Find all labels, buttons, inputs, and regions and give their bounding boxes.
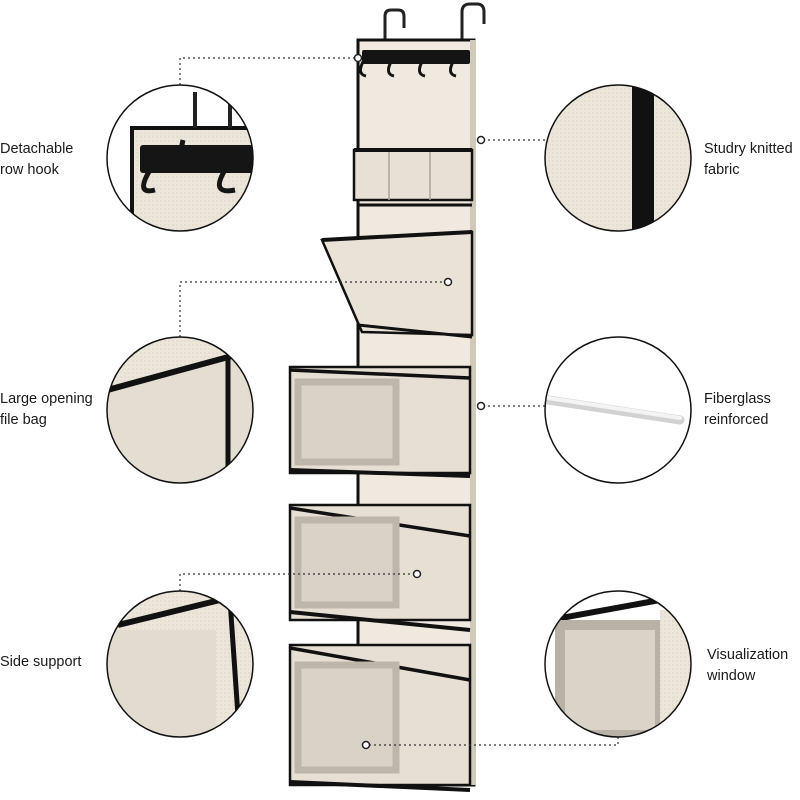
storage-bin-1 xyxy=(288,365,472,478)
detail-fiberglass-rod xyxy=(544,336,692,484)
side-edge xyxy=(470,40,476,785)
storage-bin-3 xyxy=(288,643,472,792)
leader-lines xyxy=(179,57,619,746)
callout-fiberglass: Fiberglass reinforced xyxy=(704,391,771,428)
detail-knitted-fabric xyxy=(544,84,692,232)
callout-visualization-window: Visualization window xyxy=(707,647,789,684)
callout-row-hook: Detachable row hook xyxy=(0,141,74,178)
detail-side-support xyxy=(106,590,254,738)
door-hook-left xyxy=(383,8,406,48)
callout-file-bag: Large opening file bag xyxy=(0,391,93,428)
detail-row-hook xyxy=(106,84,254,232)
door-hook-right xyxy=(460,2,486,48)
detail-visualization-window xyxy=(544,590,692,738)
callout-side-support: Side support xyxy=(0,654,82,670)
small-pockets xyxy=(352,148,474,202)
callout-knitted-fabric: Studry knitted fabric xyxy=(704,141,793,178)
storage-bin-2 xyxy=(288,503,472,632)
leader-dots xyxy=(353,53,486,750)
detail-file-bag xyxy=(106,336,254,484)
door-organizer xyxy=(288,2,486,792)
hook-rail xyxy=(362,50,470,64)
